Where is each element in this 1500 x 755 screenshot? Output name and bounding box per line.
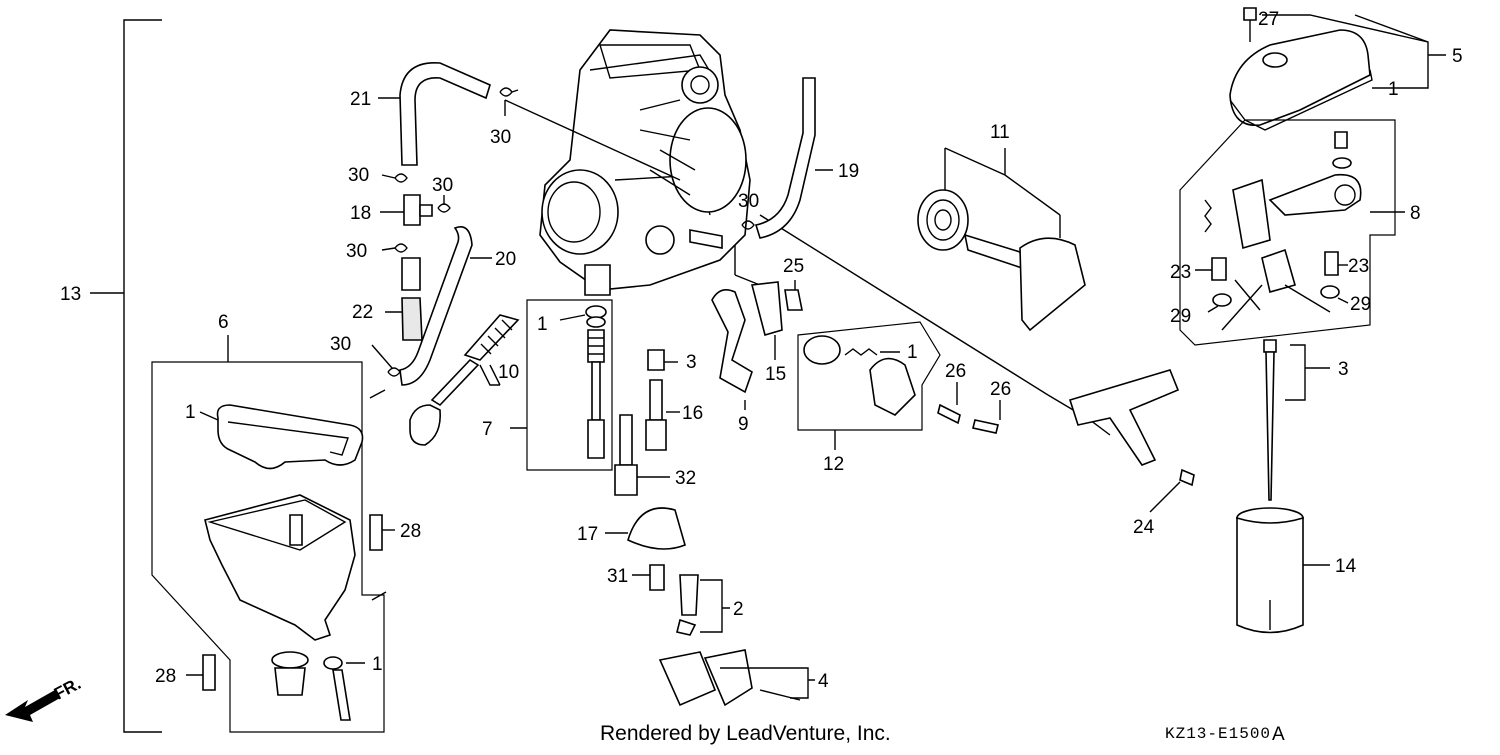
callout: 31 — [607, 566, 628, 587]
callout: 30 — [432, 175, 453, 196]
callout: 5 — [1452, 46, 1463, 67]
callout: 9 — [738, 414, 749, 435]
callout: 1 — [185, 402, 196, 423]
callout: 18 — [350, 203, 371, 224]
callout: 13 — [60, 284, 81, 305]
callout: 15 — [765, 364, 786, 385]
callout: 1 — [537, 314, 548, 335]
callout: 24 — [1133, 517, 1155, 538]
callout: 25 — [783, 256, 804, 277]
callout: 26 — [990, 379, 1011, 400]
top-cover-5 — [1229, 7, 1446, 131]
credit-text: Rendered by LeadVenture, Inc. — [600, 722, 891, 745]
callout: 30 — [490, 127, 511, 148]
callout: 16 — [682, 403, 703, 424]
callout: 10 — [498, 362, 519, 383]
jet-group-7 — [510, 299, 613, 471]
callout: 1 — [1388, 79, 1399, 100]
jet-needle-3 — [1263, 339, 1330, 501]
callout-labels: 27 5 1 21 30 30 30 18 30 20 22 30 19 30 … — [60, 9, 1463, 692]
arms-9-15 — [711, 280, 803, 410]
float-chamber-6 — [151, 335, 395, 733]
callout: 11 — [990, 122, 1010, 143]
throttle-drum-11 — [917, 147, 1086, 332]
callout: 14 — [1335, 556, 1357, 577]
callout: 30 — [348, 165, 369, 186]
callout: 23 — [1170, 262, 1191, 283]
hose-21 — [378, 62, 491, 166]
callout: 30 — [738, 191, 759, 212]
callout: 26 — [945, 361, 966, 382]
callout: 19 — [838, 161, 859, 182]
callout: 28 — [400, 521, 421, 542]
lever-assembly-8 — [1179, 119, 1405, 346]
diaphragm-group-12 — [797, 321, 1001, 450]
callout: 30 — [330, 334, 351, 355]
clip-30-top — [499, 87, 519, 116]
link-arm-24 — [1068, 369, 1195, 513]
small-parts-center — [605, 349, 815, 707]
hose-19 — [754, 77, 833, 239]
callout: 17 — [577, 524, 598, 545]
callout: 1 — [907, 342, 918, 363]
callout: 29 — [1350, 294, 1371, 315]
callout: 3 — [686, 352, 697, 373]
callout: 6 — [218, 312, 229, 333]
bracket-13 — [90, 19, 162, 733]
callout: 1 — [372, 654, 383, 675]
callout: 23 — [1348, 256, 1369, 277]
callout: 7 — [482, 419, 493, 440]
diagram-code-suffix: A — [1272, 724, 1285, 745]
callout: 12 — [823, 454, 844, 475]
carburetor-body — [539, 29, 751, 296]
callout: 3 — [1338, 359, 1349, 380]
hose-20 — [399, 226, 492, 386]
callout: 29 — [1170, 306, 1191, 327]
callout: 20 — [495, 249, 516, 270]
diagram-code: KZ13-E1500 — [1165, 725, 1271, 743]
hose-22 — [385, 257, 423, 341]
front-arrow-icon — [5, 690, 60, 722]
pilot-screw-10 — [409, 314, 520, 446]
callout: 8 — [1410, 203, 1421, 224]
callout: 21 — [350, 89, 371, 110]
callout: 32 — [675, 468, 696, 489]
tee-fitting-18 — [380, 194, 433, 226]
callout: 30 — [346, 241, 367, 262]
throttle-valve-14 — [1236, 507, 1330, 634]
callout: 27 — [1258, 9, 1279, 30]
callout: 22 — [352, 302, 373, 323]
callout: 4 — [818, 671, 829, 692]
callout: 2 — [733, 599, 744, 620]
callout: 28 — [155, 666, 176, 687]
